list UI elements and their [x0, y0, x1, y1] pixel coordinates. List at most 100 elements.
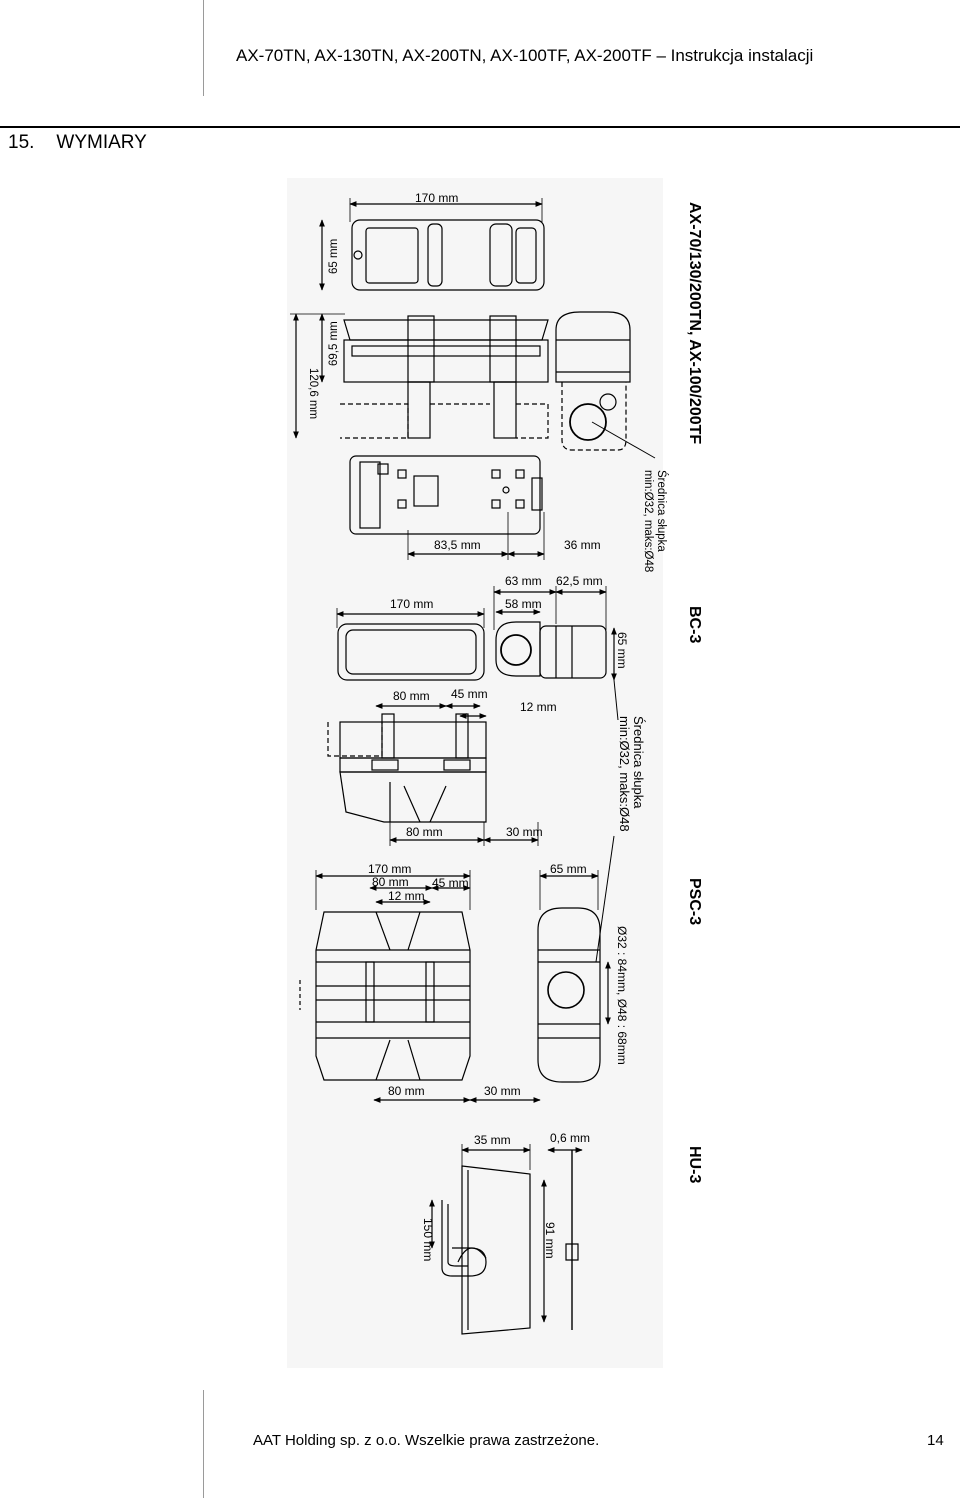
bc3-side-view-fastener — [443, 759, 471, 771]
ax-top-view-screw — [353, 250, 363, 260]
psc3-pole-circle — [547, 971, 585, 1009]
hu3-group — [429, 1144, 583, 1335]
bc3-model-name: BC-3 — [686, 606, 703, 643]
ax-back-plate-hole — [515, 499, 525, 509]
ax-top-view-lens-right — [489, 223, 513, 287]
ax-back-plate-screw — [502, 486, 510, 494]
hu3-dim-label-35: 35 mm — [474, 1133, 511, 1147]
ax-back-plate-window — [413, 475, 439, 507]
section-title: WYMIARY — [56, 132, 147, 153]
ax-end-view-body — [555, 311, 631, 383]
ax-model-name: AX-70/130/200TN, AX-100/200TF — [686, 202, 703, 444]
ax-dim-label-body-height: 69,5 mm — [328, 321, 340, 366]
psc3-labels: 170 mm 80 mm 45 mm 12 mm 65 mm 80 mm 30 … — [368, 862, 703, 1098]
psc3-dim-label-45: 45 mm — [432, 876, 469, 890]
ax-pole-note-line1: Średnica słupka — [655, 470, 668, 552]
ax-dim-label-width: 170 mm — [415, 191, 458, 205]
section-rule — [0, 126, 960, 128]
bc3-dim-label-45: 45 mm — [451, 687, 488, 701]
bc3-dim-label-30: 30 mm — [506, 825, 543, 839]
header-divider-line — [203, 0, 204, 96]
ax-dim-label-offset: 36 mm — [564, 538, 601, 552]
psc3-dim-label-170: 170 mm — [368, 862, 411, 876]
ax-back-plate-hole — [397, 499, 407, 509]
bc3-pole-note-line2: min:Ø32, maks:Ø48 — [617, 716, 632, 832]
bc3-side-view-lower — [339, 771, 487, 823]
bc3-pole-leader — [613, 679, 619, 721]
page-header-title: AX-70TN, AX-130TN, AX-200TN, AX-100TF, A… — [236, 46, 814, 65]
ax-back-plate-left — [359, 461, 381, 529]
psc3-side-view-lens-lines — [375, 911, 421, 1081]
psc3-side-view-strap — [425, 961, 435, 1023]
hu3-plate-notch — [565, 1243, 579, 1261]
bc3-group — [327, 586, 619, 963]
hu3-cable-inner — [447, 1204, 468, 1267]
hu3-dim-label-06: 0,6 mm — [550, 1131, 590, 1145]
ax-detector-group — [290, 198, 656, 560]
ax-bracket-arm — [493, 381, 517, 439]
ax-end-view-mount-dashed — [561, 382, 627, 451]
ax-pole-note-line2: min:Ø32, maks:Ø48 — [642, 470, 654, 572]
bc3-end-view-body — [539, 625, 607, 679]
psc3-side-view-strap — [365, 961, 375, 1023]
bc3-pole-circle — [500, 634, 532, 666]
ax-pole-circle — [569, 403, 607, 441]
ax-back-plate-hole — [397, 469, 407, 479]
footer-copyright: AAT Holding sp. z o.o. Wszelkie prawa za… — [253, 1432, 600, 1449]
page-number: 14 — [927, 1432, 944, 1449]
section-number: 15. — [8, 132, 35, 153]
ax-dim-label-depth: 65 mm — [328, 239, 340, 274]
bc3-dim-label-625: 62,5 mm — [556, 574, 603, 588]
ax-pole-detail — [599, 393, 617, 411]
psc3-model-name: PSC-3 — [686, 878, 703, 925]
psc3-dim-label-30: 30 mm — [484, 1084, 521, 1098]
ax-back-plate-hole — [491, 469, 501, 479]
psc3-dim-label-65: 65 mm — [550, 862, 587, 876]
bc3-pole-note-line1: Średnica słupka — [631, 716, 646, 809]
bc3-clamp-ring — [495, 621, 541, 677]
bc3-dim-label-80-bottom: 80 mm — [406, 825, 443, 839]
hu3-cable-loop — [457, 1247, 487, 1263]
bc3-labels: 170 mm 63 mm 62,5 mm 58 mm 65 mm 80 mm 4… — [390, 574, 703, 839]
ax-back-plate — [349, 455, 541, 535]
psc3-end-view-body — [537, 907, 601, 1083]
bc3-side-view-lens-lines — [403, 785, 447, 823]
ax-pole-leader — [591, 421, 656, 459]
psc3-side-view-body — [315, 911, 471, 1081]
hu3-labels: 35 mm 0,6 mm 150 mm 91 mm HU-3 — [421, 1131, 703, 1261]
drawing-background — [287, 178, 663, 1368]
ax-dim-label-hole-spacing: 83,5 mm — [434, 538, 481, 552]
bc3-top-view-body — [337, 623, 485, 681]
psc3-dim-label-80-bottom: 80 mm — [388, 1084, 425, 1098]
footer-divider-line — [203, 1390, 204, 1498]
bc3-dim-label-width: 170 mm — [390, 597, 433, 611]
ax-bracket-dashed — [516, 403, 549, 439]
bc3-top-view-inner — [345, 629, 477, 675]
ax-back-plate-right — [531, 477, 543, 511]
ax-bracket-arm — [407, 381, 431, 439]
ax-dim-label-total-height: 120,6 mm — [307, 368, 319, 419]
bc3-dim-label-80-top: 80 mm — [393, 689, 430, 703]
hu3-model-name: HU-3 — [686, 1146, 703, 1183]
bc3-dim-label-12: 12 mm — [520, 700, 557, 714]
bc3-dim-label-65: 65 mm — [615, 632, 629, 669]
ax-back-plate-hole — [377, 463, 389, 475]
bc3-side-view-fastener — [371, 759, 399, 771]
psc3-pole-leader — [595, 835, 615, 963]
psc3-group — [299, 870, 611, 1103]
ax-side-view-band — [351, 345, 541, 357]
ax-top-view-end — [515, 227, 537, 284]
hu3-cable — [441, 1200, 487, 1277]
ax-top-view-mid — [427, 223, 443, 287]
ax-labels: 170 mm 65 mm 69,5 mm 120,6 mm 83,5 mm 36… — [307, 191, 703, 572]
psc3-dim-label-12: 12 mm — [388, 889, 425, 903]
hu3-housing — [461, 1165, 531, 1335]
section-heading: 15. WYMIARY — [8, 132, 147, 154]
ax-top-view-body — [351, 219, 545, 291]
ax-back-plate-hole — [491, 499, 501, 509]
bc3-dim-label-63: 63 mm — [505, 574, 542, 588]
psc3-dim-label-80-top: 80 mm — [372, 875, 409, 889]
bc3-dim-label-58: 58 mm — [505, 597, 542, 611]
hu3-dim-label-150: 150 mm — [421, 1218, 435, 1261]
ax-side-view-body — [343, 339, 549, 383]
